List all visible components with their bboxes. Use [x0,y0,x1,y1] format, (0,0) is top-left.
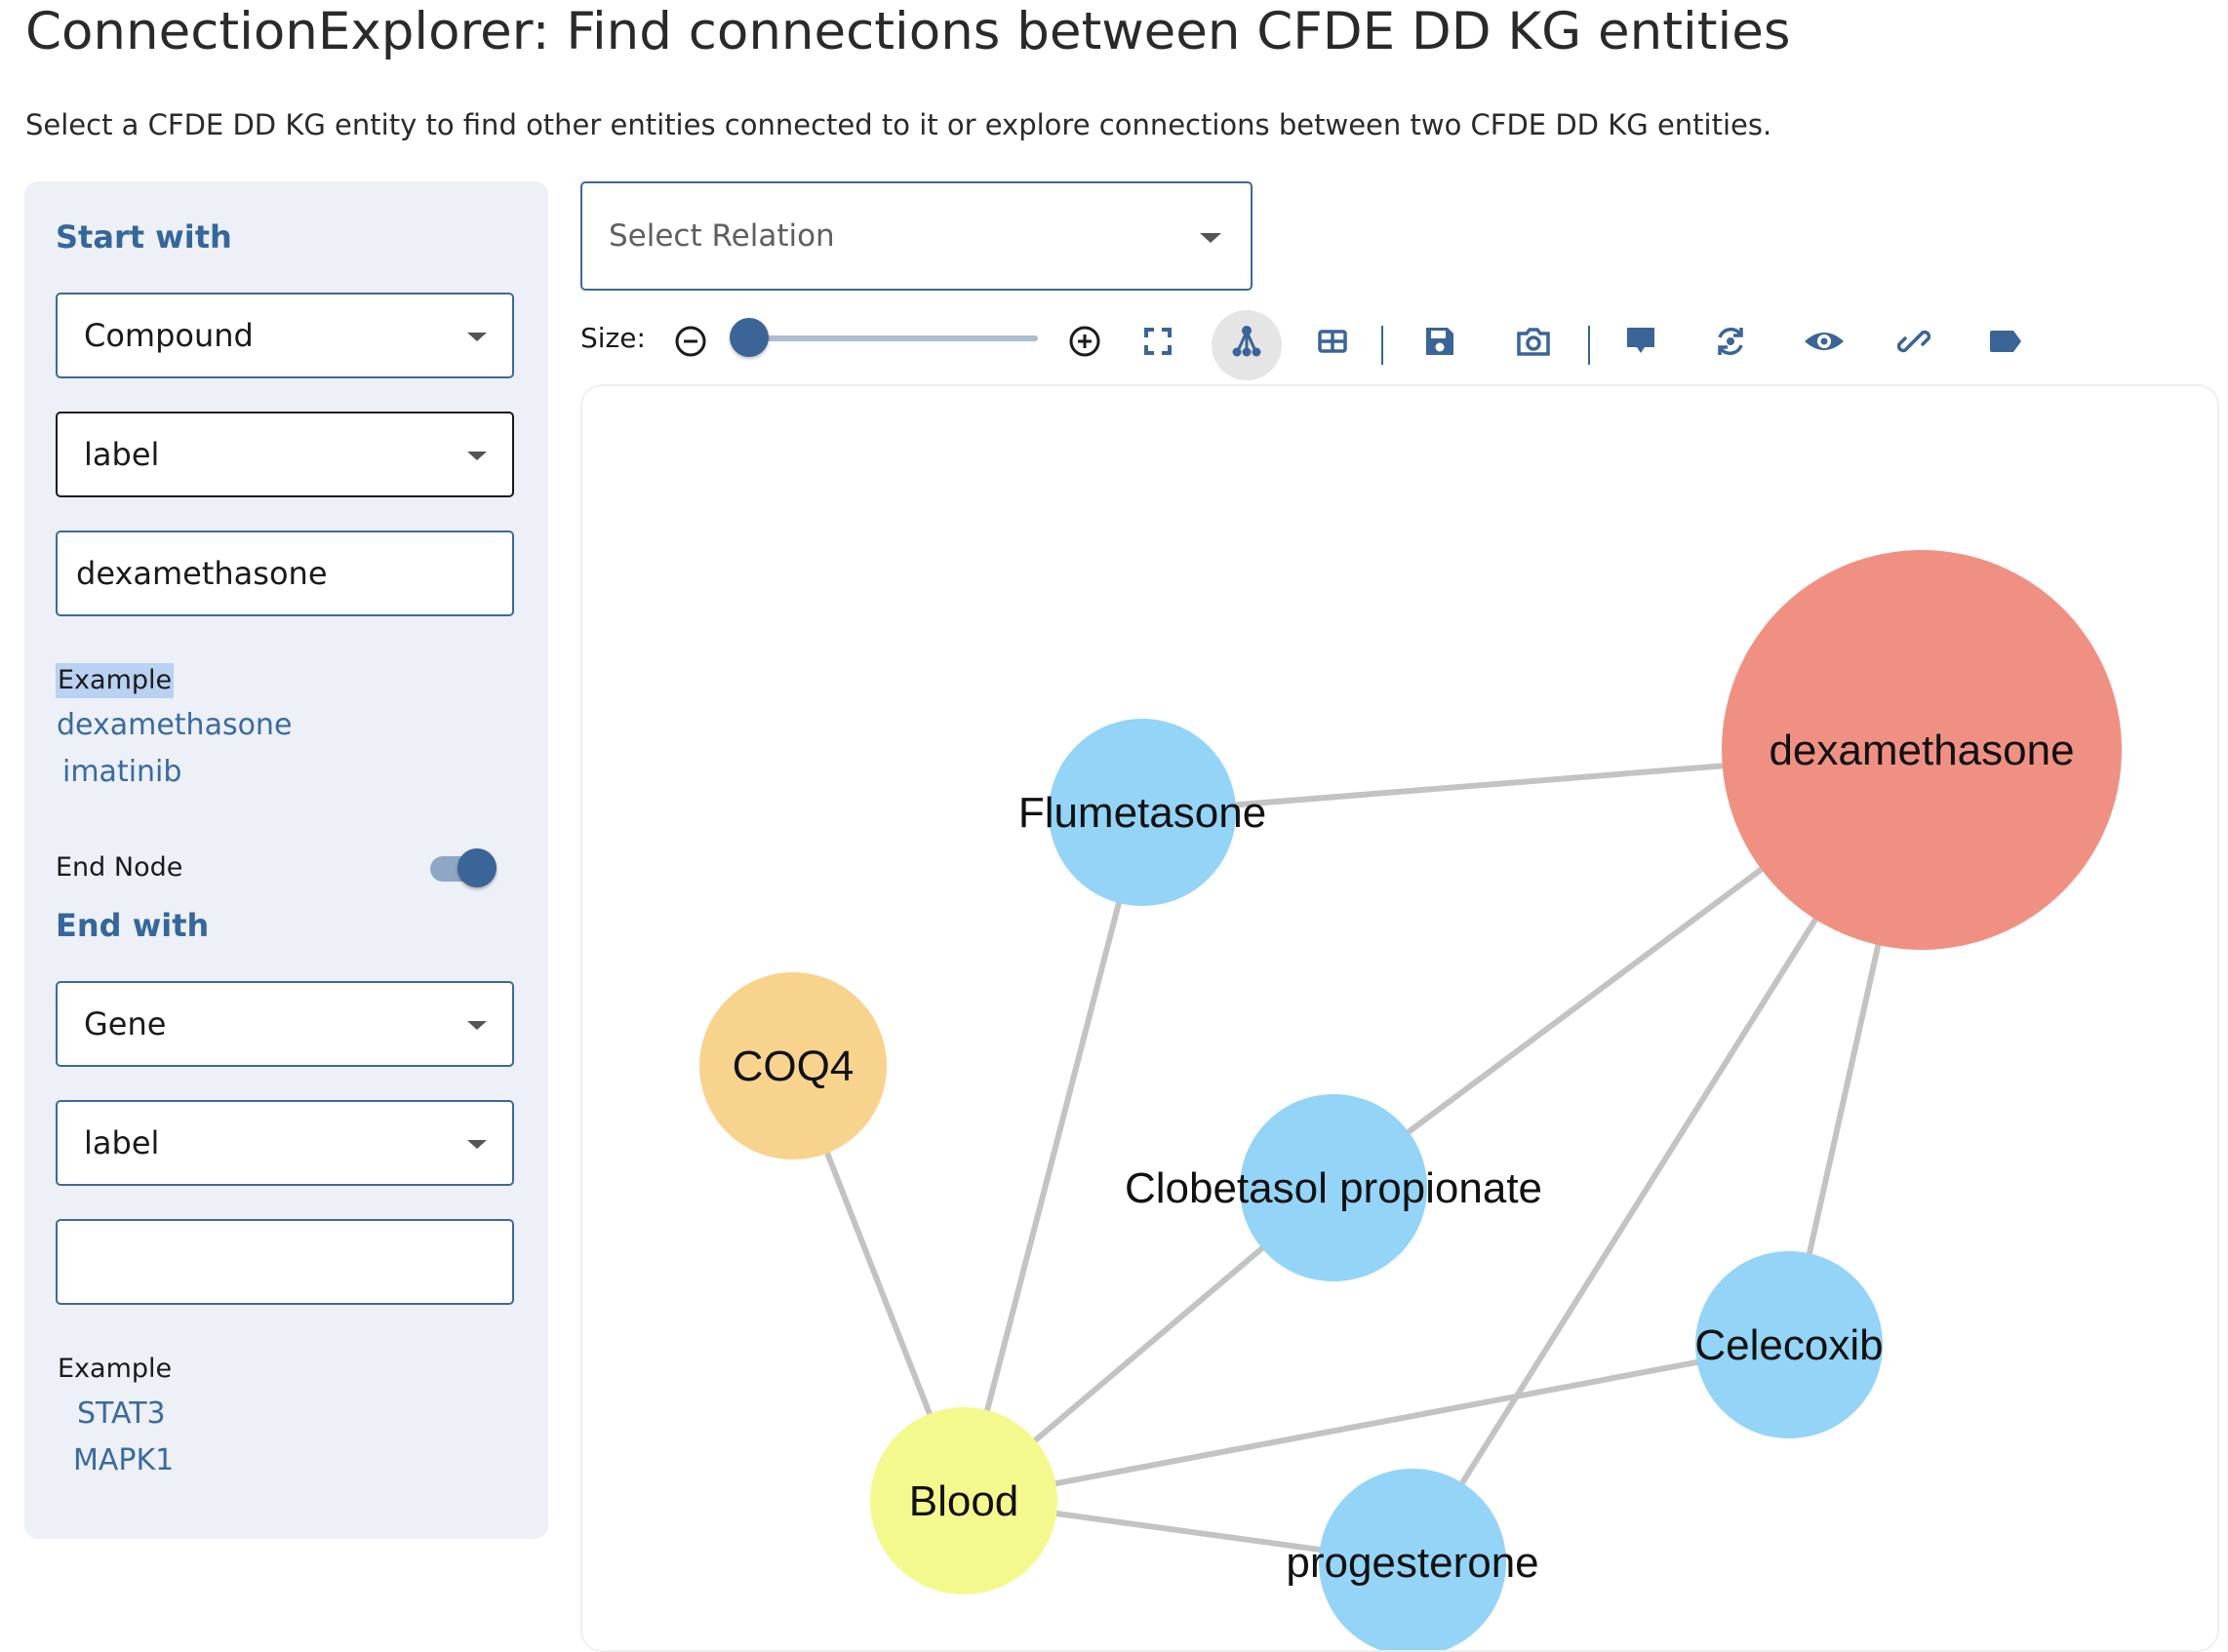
zoom-in-icon[interactable] [1059,316,1110,367]
start-example-label: Example [56,663,175,698]
chevron-down-icon [1200,233,1221,243]
graph-node-blood[interactable]: Blood [870,1407,1057,1594]
graph-node-label: Flumetasone [1018,789,1266,837]
graph-node-label: dexamethasone [1769,727,2074,774]
graph-node-label: Celecoxib [1694,1321,1883,1369]
toolbar-divider [1381,326,1383,365]
start-property-select[interactable]: label [56,412,514,497]
end-node-toggle[interactable] [426,846,502,889]
chevron-down-icon [467,1140,487,1149]
query-sidebar: Start with Compound label dexamethasone … [24,181,548,1539]
end-node-label: End Node [56,852,183,883]
start-property-value: label [84,436,160,473]
start-with-heading: Start with [56,218,232,256]
graph-node-label: Blood [909,1477,1019,1525]
graph-node-label: COQ4 [733,1042,855,1090]
graph-node-circle[interactable] [1049,719,1236,906]
chevron-down-icon [467,1021,487,1030]
comment-icon[interactable] [1615,316,1666,367]
graph-node-clobetasol[interactable]: Clobetasol propionate [1125,1094,1542,1281]
graph-node-circle[interactable] [1695,1251,1883,1438]
graph-node-label: progesterone [1286,1539,1538,1587]
end-with-heading: End with [56,907,210,944]
slider-knob[interactable] [730,318,769,357]
chevron-down-icon [467,333,487,341]
tag-icon[interactable] [1980,316,2031,367]
end-property-select[interactable]: label [56,1100,514,1186]
end-property-value: label [84,1124,160,1161]
graph-node-flumetasone[interactable]: Flumetasone [1018,719,1266,906]
save-icon[interactable] [1414,316,1465,367]
zoom-out-icon[interactable] [665,316,716,367]
end-example-link-stat3[interactable]: STAT3 [77,1396,166,1431]
start-value-input[interactable]: dexamethasone [56,531,514,616]
fullscreen-icon[interactable] [1133,316,1183,367]
graph-node-coq4[interactable]: COQ4 [699,972,887,1160]
start-example-link-dexamethasone[interactable]: dexamethasone [57,708,293,742]
page-subtitle: Select a CFDE DD KG entity to find other… [25,108,1772,141]
graph-node-label: Clobetasol propionate [1125,1164,1542,1212]
graph-node-circle[interactable] [699,972,887,1160]
graph-edge-flumetasone-blood[interactable] [961,811,1145,1502]
slider-rail [749,335,1038,341]
table-view-icon[interactable] [1307,316,1358,367]
end-entity-type-select[interactable]: Gene [56,981,514,1067]
refresh-icon[interactable] [1705,316,1756,367]
graph-node-progesterone[interactable]: progesterone [1286,1469,1539,1652]
relation-placeholder: Select Relation [609,218,835,254]
start-value-text: dexamethasone [76,555,328,592]
toggle-thumb [458,848,497,887]
start-entity-type-select[interactable]: Compound [56,293,514,378]
graph-node-circle[interactable] [1722,550,2122,950]
link-icon[interactable] [1889,316,1939,367]
graph-node-celecoxib[interactable]: Celecoxib [1694,1251,1884,1438]
graph-node-circle[interactable] [1319,1469,1506,1652]
start-example-link-imatinib[interactable]: imatinib [62,755,182,789]
toolbar-divider [1588,326,1590,365]
eye-icon[interactable] [1799,316,1850,367]
camera-icon[interactable] [1508,316,1559,367]
graph-node-dexamethasone[interactable]: dexamethasone [1722,550,2122,950]
end-example-link-mapk1[interactable]: MAPK1 [73,1443,175,1477]
page-title: ConnectionExplorer: Find connections bet… [25,2,1791,61]
size-slider[interactable] [730,316,1038,359]
relation-select[interactable]: Select Relation [580,181,1253,291]
graph-edge-celecoxib-blood[interactable] [963,1342,1790,1504]
end-entity-type-value: Gene [84,1005,167,1042]
start-entity-type-value: Compound [84,317,254,354]
network-layout-icon[interactable] [1221,316,1272,367]
graph-node-circle[interactable] [870,1407,1057,1594]
graph-node-circle[interactable] [1240,1094,1427,1281]
end-example-label: Example [58,1354,173,1384]
end-value-input[interactable] [56,1219,514,1305]
chevron-down-icon [467,452,487,460]
size-label: Size: [580,322,646,354]
